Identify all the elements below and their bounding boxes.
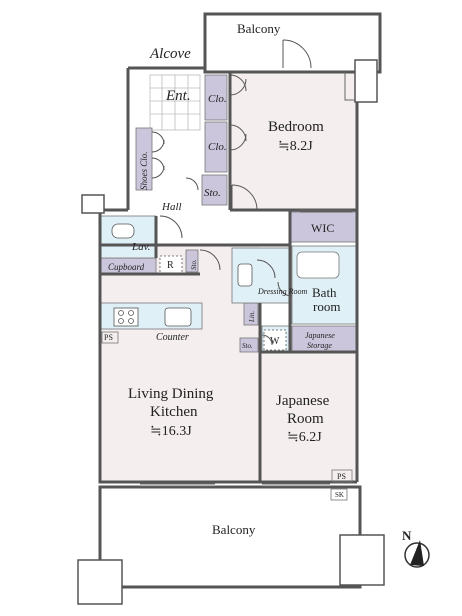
japanese-room-area [260,352,357,482]
windows [140,209,352,487]
entrance-label: Ent. [165,88,191,104]
washer-label: W [270,336,280,347]
door-swings [151,39,312,346]
ps-2-box [331,469,353,483]
japanese-room-label-2: Room [287,411,324,427]
cupboard-label: Cupboard [108,262,145,272]
ps-1-label: PS [104,333,113,342]
closet-2 [204,121,228,173]
shoes-closet-label: Shoes Clo. [139,151,149,190]
balcony-bottom-label: Balcony [212,522,256,537]
balcony-pillar-left [77,559,123,605]
japanese-storage-label-1: Japanese [305,331,335,340]
sk-box [330,488,348,501]
japanese-room-label-1: Japanese [276,393,330,409]
closet-2-label: Clo. [208,141,227,153]
storage-hall [201,174,228,206]
refrigerator-label: R [167,260,174,271]
shoes-closet [135,127,153,191]
counter-label: Counter [156,332,189,343]
wic-label: WIC [311,221,334,235]
japanese-storage-label-2: Storage [307,341,332,350]
storage-wash [239,337,259,353]
sk-label: SK [335,491,344,499]
ps-2-label: PS [337,472,346,481]
ldk-size-label: ≒16.3J [150,424,192,439]
bedroom-area [230,72,357,210]
ldk-label-2: Kitchen [150,404,198,420]
lavatory-label: Lav. [131,241,150,253]
stove [113,307,139,327]
sink [164,307,192,327]
storage-small [185,249,199,273]
bedroom-size-label: ≒8.2J [278,139,313,154]
balcony-top-label: Balcony [237,21,281,36]
ldk-label-1: Living Dining [128,386,214,402]
balcony-top [203,12,382,74]
japanese-storage [291,325,358,353]
balcony-bottom [98,485,362,589]
compass-label: N [402,528,412,543]
ps-1-box [101,331,119,344]
balcony-pillar-right [339,534,385,586]
dressing-room-label: Dressing Room [257,287,307,296]
basin [237,263,253,287]
closet-1-label: Clo. [208,93,227,105]
japanese-room-size-label: ≒6.2J [287,430,322,445]
bedroom-label: Bedroom [268,119,324,135]
alcove-label: Alcove [149,46,191,62]
storage-small-label: Sto. [190,259,198,270]
ps-corner-right [354,59,378,103]
linen-label: Lin. [248,311,256,323]
labels: Balcony Alcove Ent. Clo. Clo. Bedroom ≒8… [104,21,346,537]
storage-wash-label: Sto. [242,342,253,350]
washer-box [263,329,287,351]
hall-label: Hall [161,201,182,213]
refrigerator-box [159,255,183,275]
entrance-tiles [149,74,201,131]
compass-icon: N [402,528,430,568]
bath-room-label-1: Bath [312,285,337,300]
closet-1 [204,74,228,121]
bathtub [296,251,340,279]
bath-room-label-2: room [313,299,340,314]
storage-hall-label: Sto. [204,187,221,199]
toilet [111,223,135,239]
ps-corner-left [81,194,105,214]
